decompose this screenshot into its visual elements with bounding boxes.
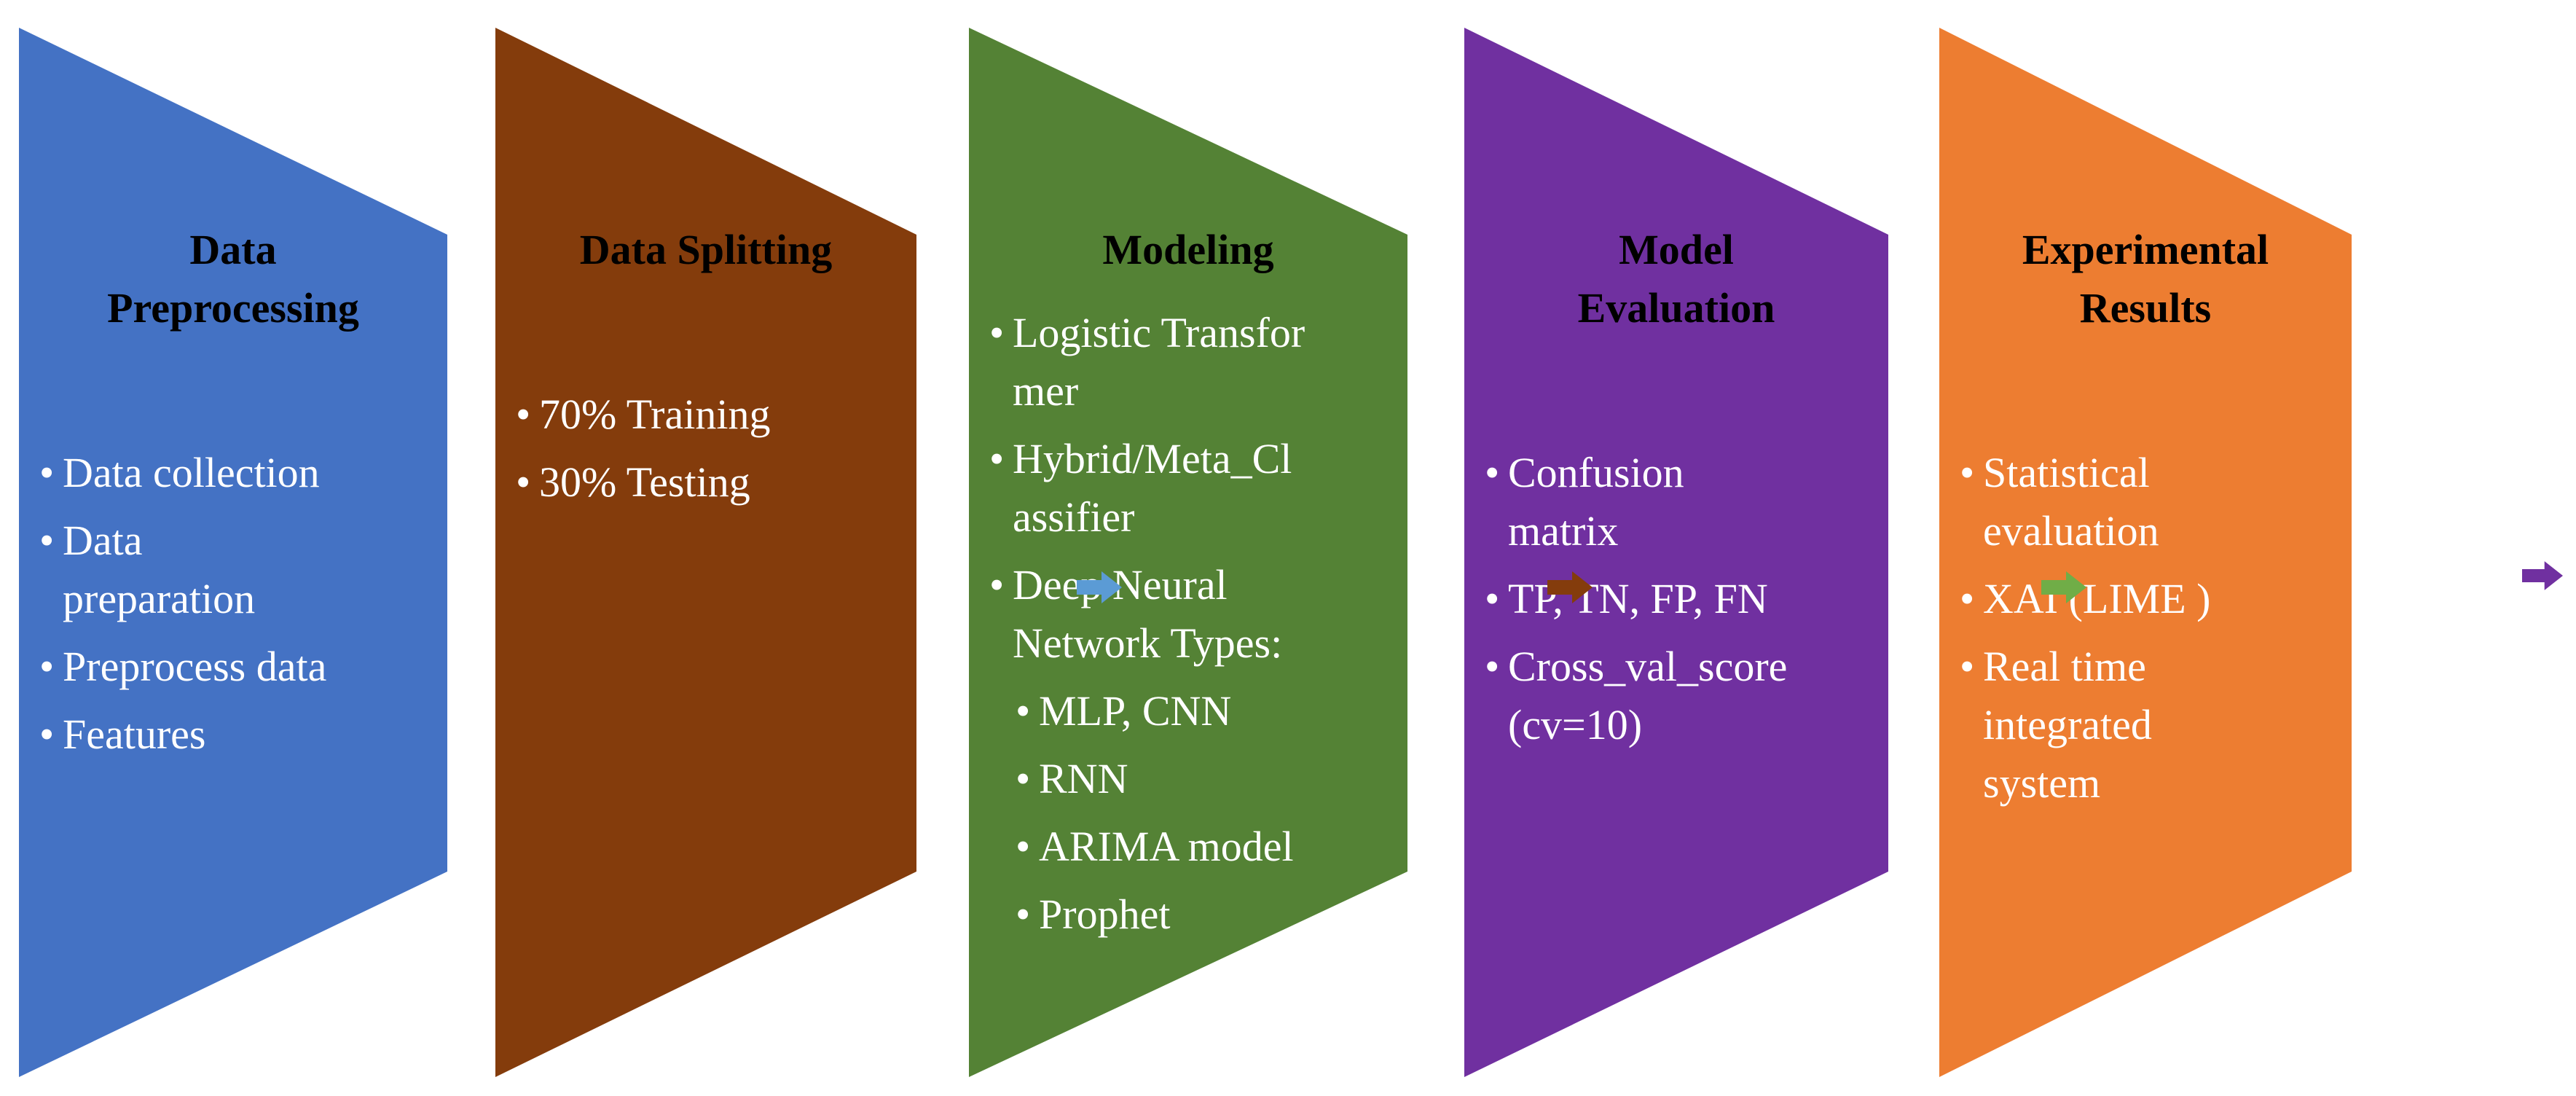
stage-list-item: (cv=10) xyxy=(1508,701,1642,748)
connector-arrow-icon xyxy=(1077,571,1122,603)
bullet-icon: • xyxy=(989,435,1004,482)
stage-list-item: 70% Training xyxy=(539,391,770,438)
bullet-icon: • xyxy=(516,391,530,438)
stage-list-item: mer xyxy=(1013,367,1078,415)
bullet-icon: • xyxy=(1016,755,1030,802)
stage-list-item: Real time xyxy=(1983,643,2146,690)
bullet-icon: • xyxy=(989,309,1004,356)
stage-list-item: 30% Testing xyxy=(539,458,750,506)
bullet-icon: • xyxy=(1485,575,1499,622)
stage-list-item: Prophet xyxy=(1039,890,1170,938)
bullet-icon: • xyxy=(39,643,54,690)
stage-list-item: ARIMA model xyxy=(1039,823,1294,870)
stage-list-item: RNN xyxy=(1039,755,1128,802)
stage-list-item: Network Types: xyxy=(1013,619,1282,667)
stage-title: Results xyxy=(2080,284,2211,332)
stage-title: Data xyxy=(189,226,276,273)
bullet-icon: • xyxy=(39,711,54,758)
bullet-icon: • xyxy=(1016,823,1030,870)
stage-list-item: Features xyxy=(63,711,206,758)
bullet-icon: • xyxy=(1485,449,1499,496)
bullet-icon: • xyxy=(989,561,1004,608)
stage-list-item: Preprocess data xyxy=(63,643,326,690)
stage-list-item: Deep Neural xyxy=(1013,561,1228,608)
stage-list-item: evaluation xyxy=(1983,507,2159,555)
stage-list-item: matrix xyxy=(1508,507,1618,555)
bullet-icon: • xyxy=(516,458,530,506)
stage-shape-5 xyxy=(1939,28,2352,1077)
stage-list-item: system xyxy=(1983,759,2100,807)
stage-list-item: Data xyxy=(63,517,143,564)
stage-title: Model xyxy=(1619,226,1734,273)
stage-title: Data Splitting xyxy=(580,226,832,273)
bullet-icon: • xyxy=(1016,687,1030,735)
stage-shape-1 xyxy=(19,28,447,1077)
bullet-icon: • xyxy=(1960,449,1974,496)
bullet-icon: • xyxy=(1960,643,1974,690)
stage-list-item: assifier xyxy=(1013,493,1135,541)
bullet-icon: • xyxy=(1485,643,1499,690)
stage-list-item: Statistical xyxy=(1983,449,2150,496)
stage-list-item: integrated xyxy=(1983,701,2152,748)
stage-title: Evaluation xyxy=(1578,284,1775,332)
connector-arrow-icon xyxy=(1547,571,1593,603)
bullet-icon: • xyxy=(39,449,54,496)
stage-list-item: Hybrid/Meta_Cl xyxy=(1013,435,1292,482)
stage-shape-3 xyxy=(969,28,1407,1077)
stage-list-item: Logistic Transfor xyxy=(1013,309,1305,356)
stage-list-item: Cross_val_score xyxy=(1508,643,1787,690)
stage-list-item: MLP, CNN xyxy=(1039,687,1231,735)
bullet-icon: • xyxy=(39,517,54,564)
stage-shape-2 xyxy=(495,28,916,1077)
stage-title: Modeling xyxy=(1102,226,1273,273)
stage-list-item: preparation xyxy=(63,575,255,622)
stage-list-item: Data collection xyxy=(63,449,320,496)
stage-list-item: TP, TN, FP, FN xyxy=(1508,575,1768,622)
connector-arrow-icon xyxy=(2522,561,2563,590)
bullet-icon: • xyxy=(1960,575,1974,622)
stage-title: Experimental xyxy=(2022,226,2269,273)
stage-shape-4 xyxy=(1464,28,1888,1077)
connector-arrow-icon xyxy=(2041,571,2086,603)
bullet-icon: • xyxy=(1016,890,1030,938)
stage-list-item: Confusion xyxy=(1508,449,1684,496)
stage-list-item: XAI (LIME ) xyxy=(1983,575,2210,622)
stage-title: Preprocessing xyxy=(107,284,359,332)
